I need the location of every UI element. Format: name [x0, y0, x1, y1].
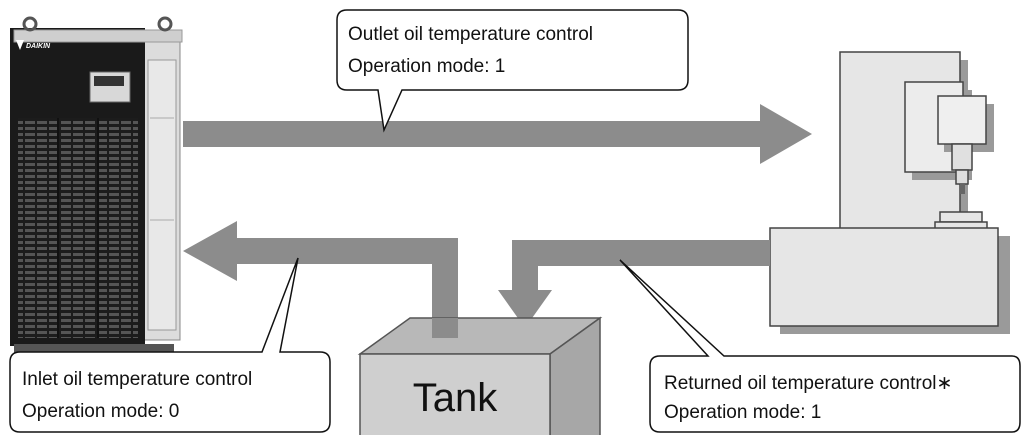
footnote-asterisk: ∗ [936, 373, 952, 394]
chiller-brand: DAIKIN [26, 43, 51, 50]
returned-callout-line1: Returned oil temperature control∗ [664, 373, 952, 394]
tank-inflow-arrow [498, 240, 552, 328]
outlet-flow-arrow [183, 104, 812, 164]
daikin-logo-icon [16, 40, 24, 50]
vent-grille [18, 118, 138, 338]
returned-callout: Returned oil temperature control∗ Operat… [619, 259, 1021, 433]
outlet-callout-line2: Operation mode: 1 [348, 56, 505, 77]
inlet-callout: Inlet oil temperature control Operation … [9, 257, 331, 433]
inlet-callout-line2: Operation mode: 0 [22, 401, 179, 422]
machine-tool [769, 51, 1010, 334]
oil-tank: Tank [357, 316, 603, 435]
returned-callout-line2: Operation mode: 1 [664, 402, 821, 423]
inlet-callout-line1: Inlet oil temperature control [22, 369, 252, 390]
inlet-flow-arrow [183, 221, 458, 281]
flow-arrows [183, 104, 812, 330]
outlet-callout: Outlet oil temperature control Operation… [336, 9, 689, 133]
tank-label: Tank [413, 376, 498, 420]
outlet-callout-line1: Outlet oil temperature control [348, 24, 593, 45]
oil-chiller-unit: DAIKIN [10, 16, 183, 354]
return-flow-pipe [512, 240, 770, 266]
